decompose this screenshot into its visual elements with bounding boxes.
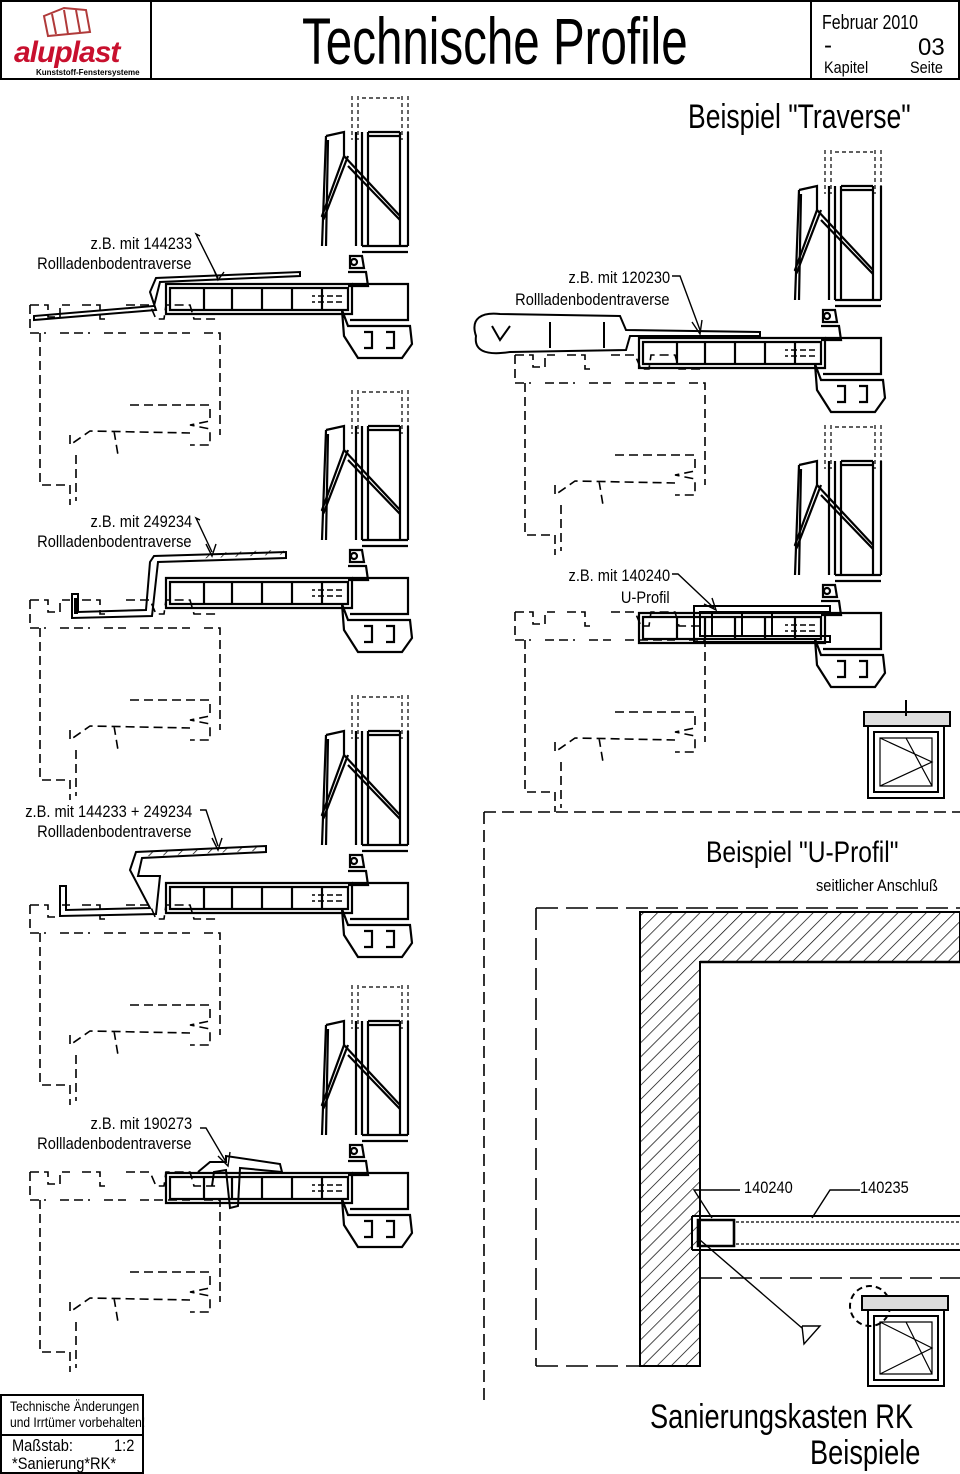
callout-2-line1: z.B. mit 120230 [568, 268, 670, 287]
traverse-144233-249234 [59, 844, 267, 918]
section-subtitle-uprofil: seitlicher Anschluß [816, 876, 938, 895]
drawing-code: *Sanierung*RK* [12, 1454, 117, 1473]
callout-2-line2: Rollladenbodentraverse [515, 290, 670, 309]
header-date: Februar 2010 [822, 12, 919, 34]
callout-1-line1: z.B. mit 144233 [90, 234, 192, 253]
window-icon-small-2 [849, 1285, 949, 1387]
traverse-144233 [33, 270, 301, 322]
logo-subtitle: Kunststoff-Fenstersysteme [36, 68, 140, 77]
scale-value: 1:2 [114, 1436, 135, 1455]
frame-drawing-4 [637, 423, 887, 689]
logo-text: aluplast [14, 36, 120, 69]
callout-1-line2: Rollladenbodentraverse [37, 254, 192, 273]
section-title-traverse: Beispiel "Traverse" [688, 98, 911, 136]
callout-3-line2: Rollladenbodentraverse [37, 532, 192, 551]
window-logo-icon [42, 6, 92, 38]
frame-drawing-6 [164, 983, 414, 1249]
header-logo-box: aluplast Kunststoff-Fenstersysteme [0, 0, 152, 80]
header-meta-box: Februar 2010 - 03 Kapitel Seite [810, 0, 960, 80]
footer-note-line1: Technische Änderungen [10, 1398, 140, 1414]
scale-label: Maßstab: [12, 1436, 73, 1455]
callout-6-line1: z.B. mit 190273 [90, 1114, 192, 1133]
frame-drawing-5 [164, 693, 414, 959]
frame-drawing-3 [164, 388, 414, 654]
page-label: Seite [910, 58, 943, 77]
footer-title-line2: Beispiele [810, 1434, 921, 1472]
footer-title-line1: Sanierungskasten RK [650, 1398, 914, 1436]
label-140235: 140235 [860, 1178, 909, 1197]
page-value: 03 [918, 34, 945, 61]
footer-note-box: Technische Änderungen und Irrtümer vorbe… [0, 1394, 146, 1474]
u-profil-section-border [483, 811, 960, 1400]
page-title: Technische Profile [302, 4, 688, 78]
callout-5-line1: z.B. mit 144233 + 249234 [24, 802, 192, 821]
callout-4-line2: U-Profil [621, 588, 670, 607]
label-140240: 140240 [744, 1178, 793, 1197]
chapter-label: Kapitel [824, 58, 869, 77]
section-title-uprofil: Beispiel "U-Profil" [706, 836, 899, 869]
footer-note-line2: und Irrtümer vorbehalten! [10, 1414, 146, 1430]
frame-drawing-2 [637, 148, 887, 414]
callout-4-line1: z.B. mit 140240 [568, 566, 670, 585]
u-profil-140240 [693, 605, 831, 643]
header-title-box: Technische Profile [150, 0, 812, 80]
subframe-drawing-1 [29, 304, 221, 506]
traverse-120230 [473, 312, 761, 355]
subframe-drawing-2 [514, 354, 706, 556]
chapter-value: - [824, 32, 832, 59]
subframe-drawing-5 [29, 904, 221, 1106]
callout-3-line1: z.B. mit 249234 [90, 512, 192, 531]
subframe-drawing-3 [29, 599, 221, 801]
callout-6-line2: Rollladenbodentraverse [37, 1134, 192, 1153]
frame-drawing-1 [164, 94, 414, 360]
callout-5-line2: Rollladenbodentraverse [37, 822, 192, 841]
window-icon-small-1 [863, 700, 951, 799]
